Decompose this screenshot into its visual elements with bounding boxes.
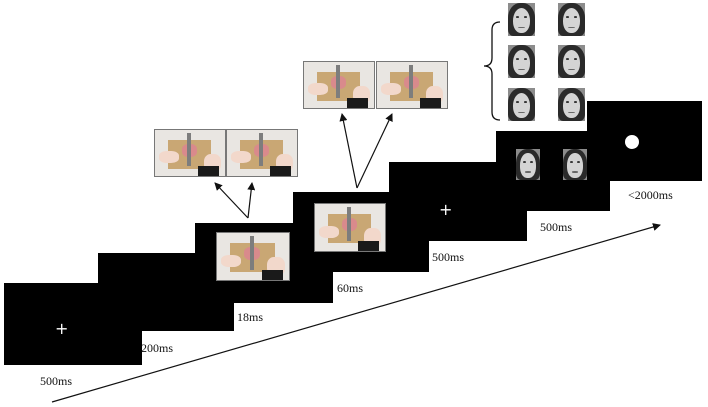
- duration-label: 500ms: [540, 220, 572, 235]
- callout-arrow: [342, 114, 357, 188]
- duration-label: 200ms: [141, 341, 173, 356]
- time-axis-arrow: [52, 225, 660, 402]
- duration-label: <2000ms: [628, 188, 673, 203]
- duration-label: 60ms: [337, 281, 363, 296]
- duration-label: 500ms: [432, 250, 464, 265]
- brace: [484, 22, 500, 120]
- duration-label: 500ms: [40, 374, 72, 389]
- callout-arrow: [215, 183, 248, 218]
- duration-label: 18ms: [237, 310, 263, 325]
- callout-arrow: [248, 183, 252, 218]
- callout-arrow: [357, 114, 392, 188]
